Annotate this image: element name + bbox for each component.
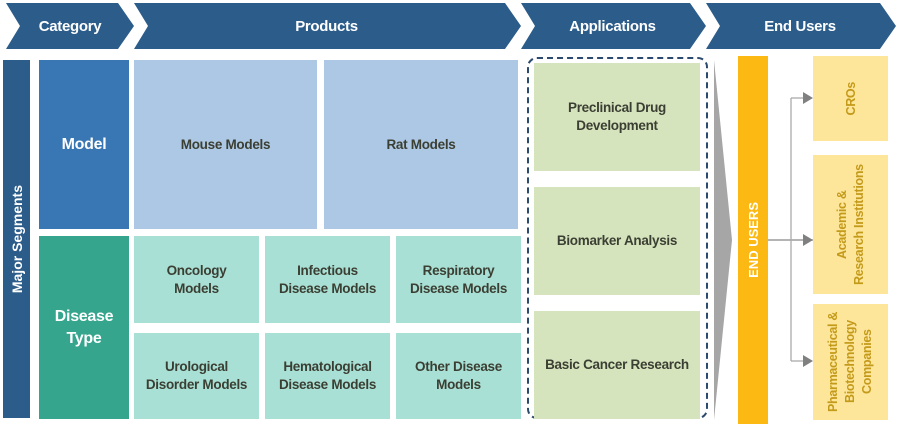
end-users-connectors (768, 92, 813, 367)
arrow-to-academic (803, 234, 813, 246)
end-users-bar-label: END USERS (745, 202, 761, 278)
end-user-pharmaceutical-biotechnology-companies: Pharmaceutical & Biotechnology Companies (813, 304, 888, 420)
product-urological-disorder-models: Urological Disorder Models (134, 333, 259, 419)
product-oncology-models: Oncology Models (134, 236, 259, 323)
header-products: Products (295, 17, 358, 35)
product-infectious-disease-models: Infectious Disease Models (265, 236, 390, 323)
chevron-products (134, 3, 521, 49)
chevron-end-users (706, 3, 896, 49)
product-other-disease-models: Other Disease Models (396, 333, 521, 419)
arrow-to-pharma (803, 355, 813, 367)
chevron-category (6, 3, 134, 49)
major-segments-label: Major Segments (8, 184, 25, 294)
product-mouse-models: Mouse Models (134, 60, 317, 229)
header-chevrons (6, 3, 896, 49)
major-segments-bar: Major Segments (3, 60, 30, 418)
flow-arrow-wedge (714, 60, 732, 420)
end-user-cros: CROs (813, 56, 888, 141)
product-rat-models: Rat Models (324, 60, 518, 229)
chevron-applications (521, 3, 706, 49)
header-applications: Applications (569, 17, 656, 35)
application-preclinical-drug-development: Preclinical Drug Development (534, 63, 700, 171)
application-biomarker-analysis: Biomarker Analysis (534, 187, 700, 295)
arrow-to-cros (803, 92, 813, 104)
end-user-academic-research-institutions: Academic & Research Institutions (813, 155, 888, 294)
header-end-users: End Users (764, 17, 836, 35)
application-basic-cancer-research: Basic Cancer Research (534, 311, 700, 419)
category-model: Model (39, 60, 129, 229)
category-disease-type: Disease Type (39, 236, 129, 419)
header-category: Category (38, 17, 102, 35)
product-hematological-disease-models: Hematological Disease Models (265, 333, 390, 419)
product-respiratory-disease-models: Respiratory Disease Models (396, 236, 521, 323)
end-users-bar: END USERS (738, 56, 768, 424)
